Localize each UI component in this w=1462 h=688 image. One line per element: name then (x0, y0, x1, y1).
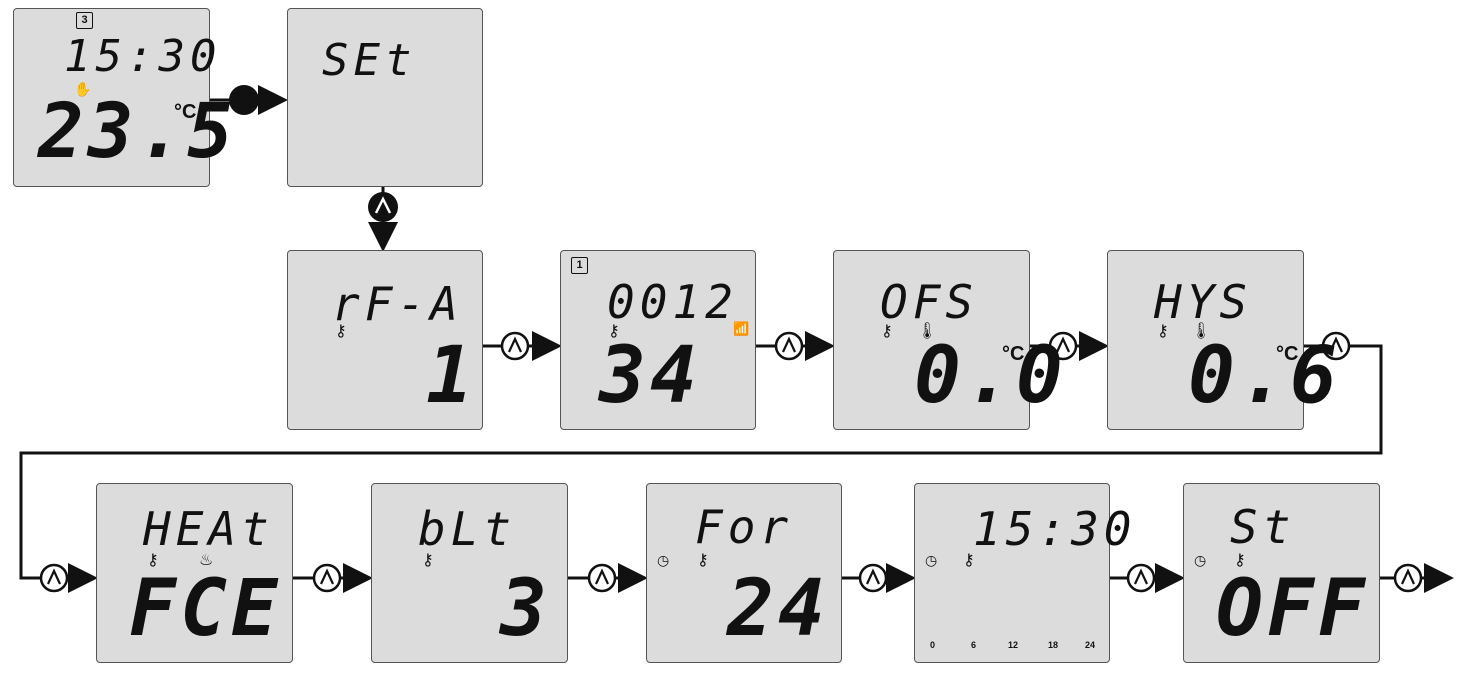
set-text: SEt (322, 35, 417, 86)
heat-label: HEAt (143, 502, 274, 556)
key-icon: ⚷ (335, 321, 347, 340)
up-button-icon (858, 563, 888, 593)
hys-unit: °C (1276, 343, 1299, 365)
for-value: 24 (727, 564, 829, 654)
screen-for: ◷ For ⚷ 24 (646, 483, 842, 663)
key-icon: ⚷ (697, 550, 709, 569)
screen-home: 3 15:30 ✋ 23.5 °C (13, 8, 233, 187)
clock-time: 15:30 (973, 502, 1137, 556)
up-button-icon (1393, 563, 1423, 593)
ok-button-icon (229, 85, 259, 115)
up-button-icon (312, 563, 342, 593)
axis-label: 24 (1085, 640, 1096, 650)
key-icon: ⚷ (608, 321, 620, 340)
up-button-icon (1048, 331, 1078, 361)
heat-value: FCE (129, 564, 282, 654)
clock-icon: ◷ (925, 553, 938, 569)
key-icon: ⚷ (422, 550, 434, 569)
key-icon: ⚷ (963, 550, 975, 569)
ofs-unit: °C (1002, 343, 1025, 365)
up-button-icon (1126, 563, 1156, 593)
st-label: St (1230, 500, 1296, 554)
key-icon: ⚷ (881, 321, 893, 340)
screen-rfa: rF-A ⚷ 1 (287, 250, 483, 430)
up-button-icon (774, 331, 804, 361)
heating-icon: ♨ (199, 550, 214, 569)
badge-3: 3 (76, 12, 93, 29)
up-button-icon (1321, 331, 1351, 361)
home-unit: °C (174, 101, 197, 123)
clock-icon: ◷ (657, 553, 670, 569)
screen-clock: 15:30 ◷ ⚷ 0 6 12 18 24 (914, 483, 1131, 663)
axis-label: 6 (971, 640, 977, 650)
blt-value: 3 (500, 564, 551, 654)
hand-icon: ✋ (74, 82, 92, 98)
axis-label: 12 (1008, 640, 1019, 650)
up-button-icon (500, 331, 530, 361)
for-label: For (695, 500, 794, 554)
screen-set: SEt (287, 8, 483, 187)
thermometer-icon: 🌡 (917, 321, 938, 340)
rfa-label: rF-A (332, 277, 463, 331)
id-value: 34 (599, 331, 701, 421)
up-button-icon (368, 192, 398, 222)
screen-st: St ◷ ⚷ OFF (1183, 483, 1380, 663)
thermometer-icon: 🌡 (1191, 321, 1212, 340)
screen-heat: HEAt ⚷ ♨ FCE (96, 483, 293, 663)
screen-hys: HYS ⚷ 🌡 0.6 °C (1107, 250, 1337, 430)
screen-device-id: 1 0012 ⚷ 📶 34 (560, 250, 756, 430)
rfa-value: 1 (426, 331, 477, 421)
id-label: 0012 (607, 275, 738, 329)
axis-label: 0 (930, 640, 936, 650)
key-icon: ⚷ (147, 550, 159, 569)
screen-blt: bLt ⚷ 3 (371, 483, 568, 663)
ofs-label: OFS (880, 275, 979, 329)
st-value: OFF (1216, 564, 1369, 654)
hys-label: HYS (1154, 275, 1253, 329)
blt-label: bLt (418, 502, 517, 556)
key-icon: ⚷ (1234, 550, 1246, 569)
clock-icon: ◷ (1194, 553, 1207, 569)
up-button-icon (39, 563, 69, 593)
badge-1: 1 (571, 257, 588, 274)
antenna-icon: 📶 (733, 322, 750, 337)
key-icon: ⚷ (1157, 321, 1169, 340)
hys-value: 0.6 (1188, 331, 1341, 421)
home-temp: 23.5 (38, 86, 238, 175)
ofs-value: 0.0 (914, 331, 1067, 421)
home-time: 15:30 (64, 31, 222, 82)
screen-ofs: OFS ⚷ 🌡 0.0 °C (833, 250, 1063, 430)
up-button-icon (587, 563, 617, 593)
axis-label: 18 (1048, 640, 1059, 650)
